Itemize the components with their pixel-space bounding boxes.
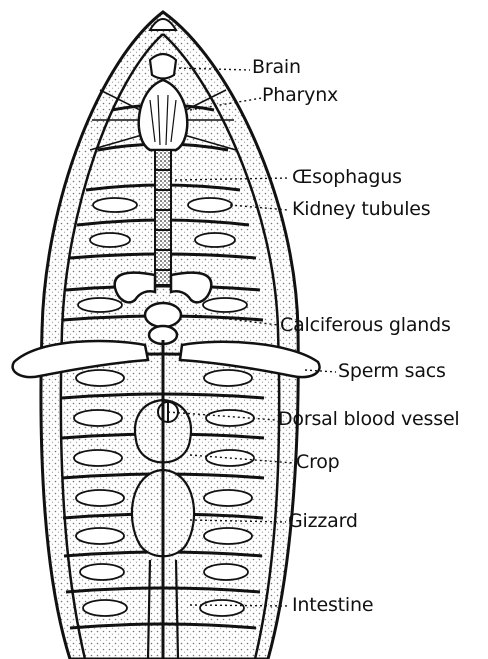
label-intestine: Intestine bbox=[292, 596, 373, 615]
label-calciferous-glands: Calciferous glands bbox=[280, 316, 451, 335]
label-kidney-tubules: Kidney tubules bbox=[292, 200, 430, 219]
label-gizzard: Gizzard bbox=[288, 512, 358, 531]
label-sperm-sacs: Sperm sacs bbox=[338, 362, 446, 381]
label-esophagus: Œsophagus bbox=[292, 168, 402, 187]
brain-shape bbox=[150, 54, 176, 79]
label-pharynx: Pharynx bbox=[262, 86, 338, 105]
label-brain: Brain bbox=[252, 58, 301, 77]
label-crop: Crop bbox=[296, 453, 340, 472]
label-dorsal-blood-vessel: Dorsal blood vessel bbox=[278, 410, 460, 429]
